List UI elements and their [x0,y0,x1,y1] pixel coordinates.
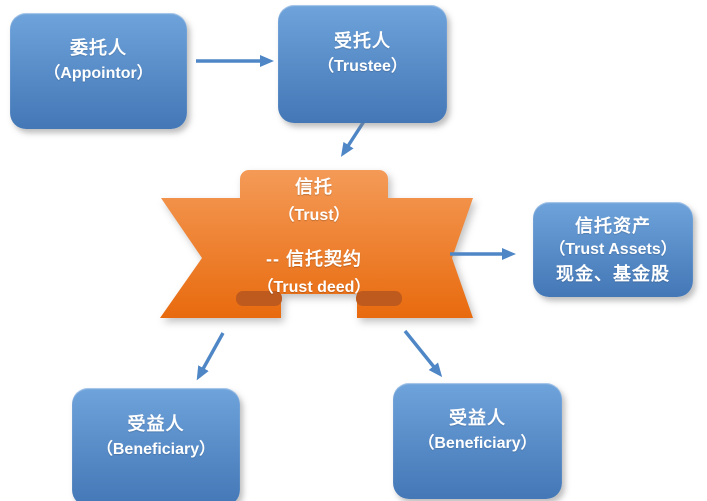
node-trustee-label-en: （Trustee） [318,58,407,75]
node-appointor-label-zh: 委托人 [70,38,127,58]
node-appointor: 委托人 （Appointor） [10,13,187,129]
arrow-trust-to-beneficiary-left [196,332,225,381]
node-trust-assets: 信托资产 （Trust Assets） 现金、基金股 [533,202,693,297]
node-beneficiary-right: 受益人 （Beneficiary） [393,383,562,499]
node-beneficiary-right-label-en: （Beneficiary） [418,435,537,452]
node-trust-deed-label-en: （Trust deed） [257,279,371,296]
node-trustee-label-zh: 受托人 [334,31,391,51]
node-beneficiary-right-label-zh: 受益人 [449,408,506,428]
node-trust-deed-label-zh: -- 信托契约 [266,249,362,269]
arrow-trust-to-beneficiary-right [403,329,443,378]
ribbon-center-panel [240,170,388,294]
node-appointor-label-en: （Appointor） [44,65,153,82]
ribbon-left-curl [236,291,282,306]
ribbon-right-curl [356,291,402,306]
node-beneficiary-left-label-en: （Beneficiary） [96,441,216,458]
node-trust-assets-label-zh: 信托资产 [575,215,651,236]
node-trust: 信托 （Trust） -- 信托契约 （Trust deed） [240,172,388,302]
node-trust-assets-label-detail: 现金、基金股 [556,263,670,284]
node-trust-assets-label-en: （Trust Assets） [549,240,677,258]
node-trust-label-en: （Trust） [278,207,350,224]
node-beneficiary-left-label-zh: 受益人 [127,414,185,434]
node-beneficiary-left: 受益人 （Beneficiary） [72,388,240,501]
node-trust-label-zh: 信托 [295,177,333,197]
node-trustee: 受托人 （Trustee） [278,5,447,123]
trust-ribbon-shape [160,170,473,318]
ribbon-text-spacer [240,230,388,244]
